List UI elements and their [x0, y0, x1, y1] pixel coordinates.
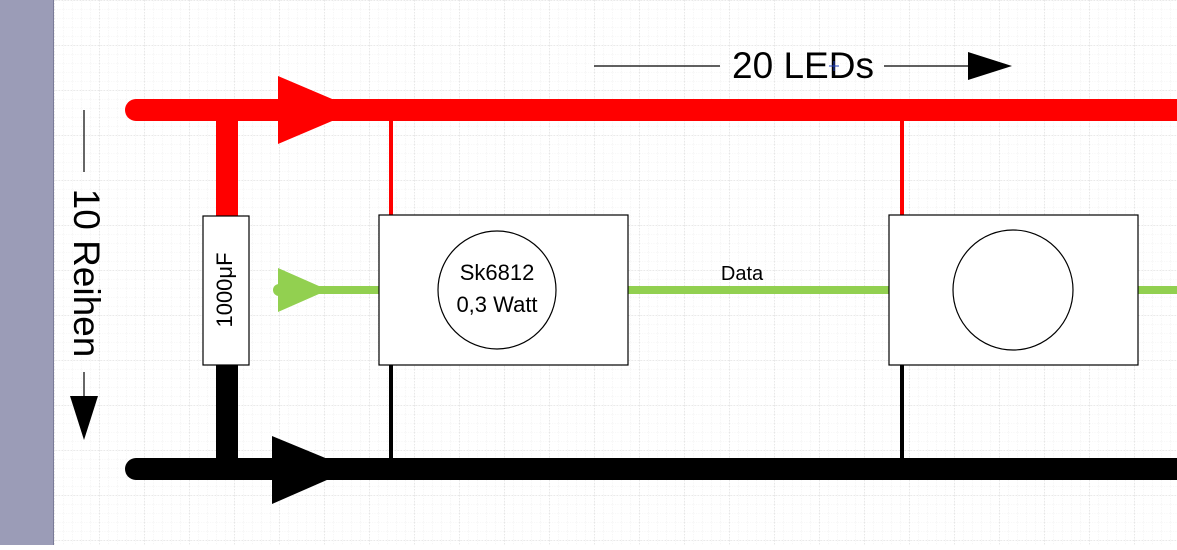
- rows-dimension: 10 Reihen: [66, 110, 107, 440]
- rows-label: 10 Reihen: [66, 189, 107, 358]
- led-circle-icon: [437, 230, 557, 350]
- data-arrow-icon: [278, 268, 328, 312]
- data-label: Data: [721, 263, 764, 285]
- data-line: Data: [273, 263, 1177, 312]
- ground-arrow-icon: [272, 436, 352, 504]
- wiring-diagram: Data 1000μF Sk6812 0,3 Watt 20 LEDs 10 R…: [54, 0, 1177, 545]
- led-power-label: 0,3 Watt: [456, 292, 537, 317]
- capacitor: 1000μF: [202, 215, 250, 366]
- led-module-1: Sk6812 0,3 Watt: [378, 214, 629, 366]
- led-count-label: 20 LEDs: [732, 45, 874, 86]
- power-rail: [125, 76, 1177, 216]
- led-circle-icon: [952, 229, 1074, 351]
- cursor-marker-icon: [829, 61, 839, 71]
- power-arrow-icon: [278, 76, 358, 144]
- ground-rail: [125, 365, 1177, 504]
- led-name-label: Sk6812: [460, 260, 535, 285]
- led-module-2: [888, 214, 1139, 366]
- right-arrow-icon: [968, 52, 1012, 80]
- down-arrow-icon: [70, 396, 98, 440]
- sidebar-panel: [0, 0, 54, 545]
- led-count-dimension: 20 LEDs: [594, 45, 1012, 86]
- drawing-canvas: Data 1000μF Sk6812 0,3 Watt 20 LEDs 10 R…: [54, 0, 1177, 545]
- capacitor-label: 1000μF: [212, 252, 237, 327]
